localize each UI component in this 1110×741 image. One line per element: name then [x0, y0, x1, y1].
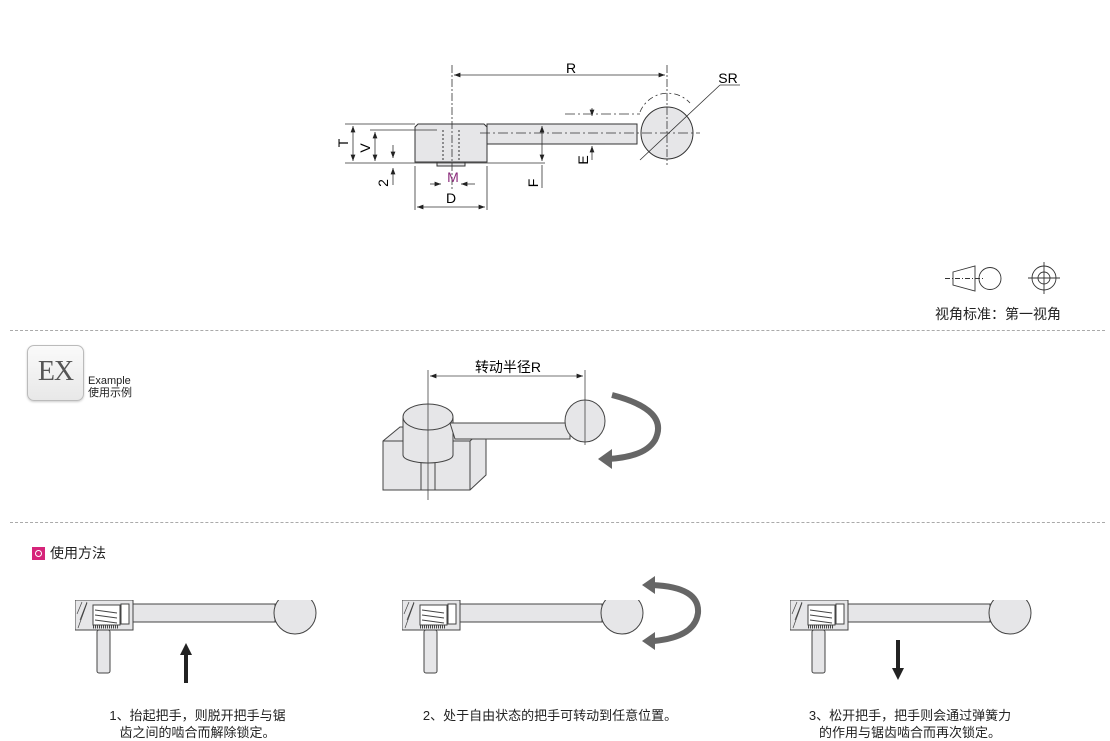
example-drawing: 转动半径R: [382, 359, 662, 500]
dim-v-label: V: [357, 143, 373, 153]
step-3-drawing: [790, 600, 1040, 680]
bullet-icon: [32, 546, 45, 560]
step-3-line-1: 3、松开把手，把手则会通过弹簧力: [808, 708, 1012, 723]
lever-bar: [486, 123, 638, 145]
divider: [10, 330, 1105, 331]
dim-d-label: D: [446, 190, 456, 206]
step-3-caption: 3、松开把手，把手则会通过弹簧力 的作用与锯齿啮合而再次锁定。: [785, 707, 1035, 741]
example-title: Example 使用示例: [88, 375, 132, 399]
dim-f-label: F: [525, 179, 541, 188]
dim-r-label: R: [566, 60, 576, 76]
first-angle-projection-icon: [945, 265, 1002, 292]
step-1-caption: 1、抬起把手，则脱开把手与锯 齿之间的啮合而解除锁定。: [90, 707, 305, 741]
handle-dimension-drawing: R SR T V 2 M D F E: [335, 60, 740, 210]
usage-title: 使用方法: [50, 545, 106, 561]
example-lever-bar: [449, 422, 571, 440]
projection-circle-icon: [1028, 262, 1060, 294]
example-title-en: Example: [88, 375, 131, 387]
example-title-cn: 使用示例: [88, 387, 132, 399]
swing-arrow-icon: [642, 576, 702, 650]
dim-2-label: 2: [375, 179, 391, 187]
dim-sr-label: SR: [718, 70, 737, 86]
rotation-arrow-icon: [607, 392, 662, 462]
hub-block: [414, 123, 488, 163]
divider: [10, 522, 1105, 523]
hub-nub: [436, 161, 466, 167]
step-2-line-1: 2、处于自由状态的把手可转动到任意位置。: [422, 708, 678, 723]
dim-m-label: M: [447, 169, 459, 185]
example-logo: EX: [27, 345, 84, 401]
example-logo-text: EX: [37, 356, 74, 387]
step-3-line-2: 的作用与锯齿啮合而再次锁定。: [818, 725, 1001, 740]
step-2-caption: 2、处于自由状态的把手可转动到任意位置。: [400, 707, 700, 724]
usage-heading: 使用方法: [32, 543, 106, 563]
dim-t-label: T: [335, 138, 351, 147]
rotation-radius-label: 转动半径R: [475, 359, 541, 375]
step-1-line-1: 1、抬起把手，则脱开把手与锯: [109, 708, 286, 723]
release-down-arrow-icon: [892, 640, 904, 680]
dim-e-label: E: [575, 155, 591, 164]
step-1-line-2: 齿之间的啮合而解除锁定。: [119, 725, 276, 740]
step-1-drawing: [75, 600, 325, 680]
view-standard-label: 视角标准：第一视角: [935, 306, 1061, 322]
lift-up-arrow-icon: [180, 643, 192, 683]
step-2-drawing: [402, 600, 652, 680]
